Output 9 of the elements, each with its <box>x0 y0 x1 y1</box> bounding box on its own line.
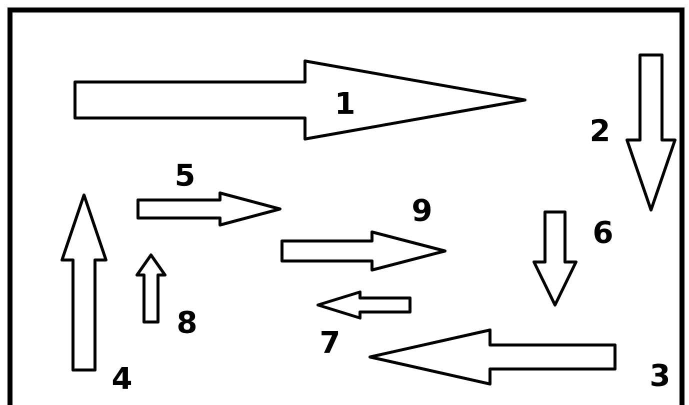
arrow-number: 9 <box>413 198 431 222</box>
arrow-number: 4 <box>112 367 132 389</box>
arrow-number: 8 <box>178 310 196 334</box>
arrow-number: 3 <box>652 364 668 386</box>
arrow-number: 5 <box>176 164 194 186</box>
arrow-number: 7 <box>322 331 338 353</box>
arrow-number: 2 <box>592 118 608 142</box>
arrow-number: 1 <box>338 92 354 114</box>
arrow-number: 6 <box>594 220 612 244</box>
